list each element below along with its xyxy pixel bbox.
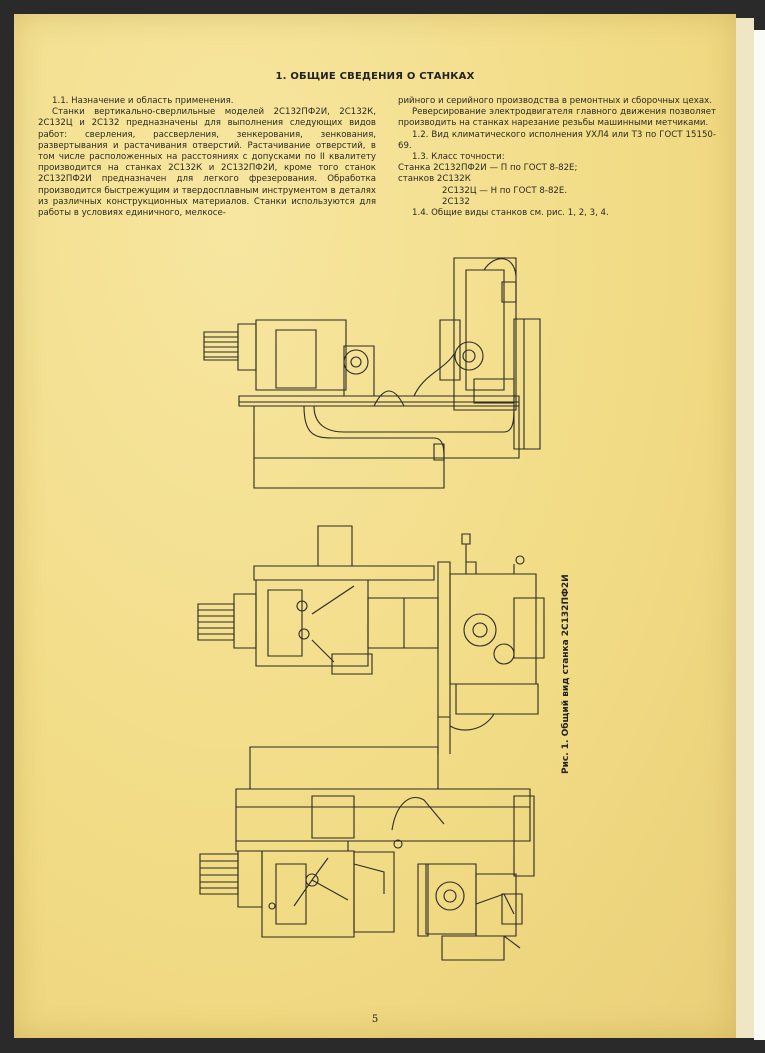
handwheel: [344, 350, 368, 374]
spindle-head: [256, 580, 368, 666]
side-view: [200, 747, 534, 960]
reversal-paragraph: Реверсирование электродвигателя главного…: [398, 107, 716, 129]
top-cover: [250, 747, 438, 789]
left-column: 1.1. Назначение и область применения. Ст…: [38, 96, 376, 219]
page-number: 5: [371, 1014, 379, 1025]
figure-caption: Рис. 1. Общий вид станка 2С132ПФ2И: [561, 574, 571, 774]
accuracy-heading: 1.3. Класс точности:: [412, 152, 505, 163]
column-unit: [454, 258, 516, 410]
gear: [464, 614, 496, 646]
page-edge-white: [754, 30, 765, 1040]
table-unit: [426, 864, 476, 934]
accuracy-line: 2С132Ц — Н по ГОСТ 8-82Е.: [442, 185, 568, 196]
accuracy-line: Станка 2С132ПФ2И — П по ГОСТ 8-82Е;: [398, 163, 578, 174]
top-view: [204, 258, 540, 488]
section-title: 1. ОБЩИЕ СВЕДЕНИЯ О СТАНКАХ: [275, 71, 475, 82]
general-views-paragraph: 1.4. Общие виды станков см. рис. 1, 2, 3…: [412, 208, 609, 219]
motor-ribs: [204, 332, 238, 360]
page-edge: [736, 18, 754, 1038]
purpose-paragraph: Станки вертикально-сверлильные моделей 2…: [38, 107, 376, 219]
spindle-body: [368, 598, 438, 648]
climate-paragraph: 1.2. Вид климатического исполнения УХЛ4 …: [398, 129, 716, 151]
accuracy-line: 2С132: [442, 196, 470, 207]
motor-box: [318, 526, 352, 566]
machine-drawing: [14, 14, 736, 1038]
accuracy-line: станков 2С132К: [398, 174, 471, 185]
handwheel: [306, 874, 318, 886]
subsection-heading: 1.1. Назначение и область применения.: [52, 96, 234, 106]
document-page: 1. ОБЩИЕ СВЕДЕНИЯ О СТАНКАХ 1.1. Назначе…: [14, 14, 736, 1038]
continuation-paragraph: рийного и серийного производства в ремон…: [398, 96, 712, 106]
base: [442, 936, 504, 960]
base: [254, 458, 444, 488]
column-plate: [438, 562, 450, 717]
right-column: рийного и серийного производства в ремон…: [398, 96, 716, 219]
motor-box: [312, 796, 354, 838]
front-view: [198, 526, 544, 754]
